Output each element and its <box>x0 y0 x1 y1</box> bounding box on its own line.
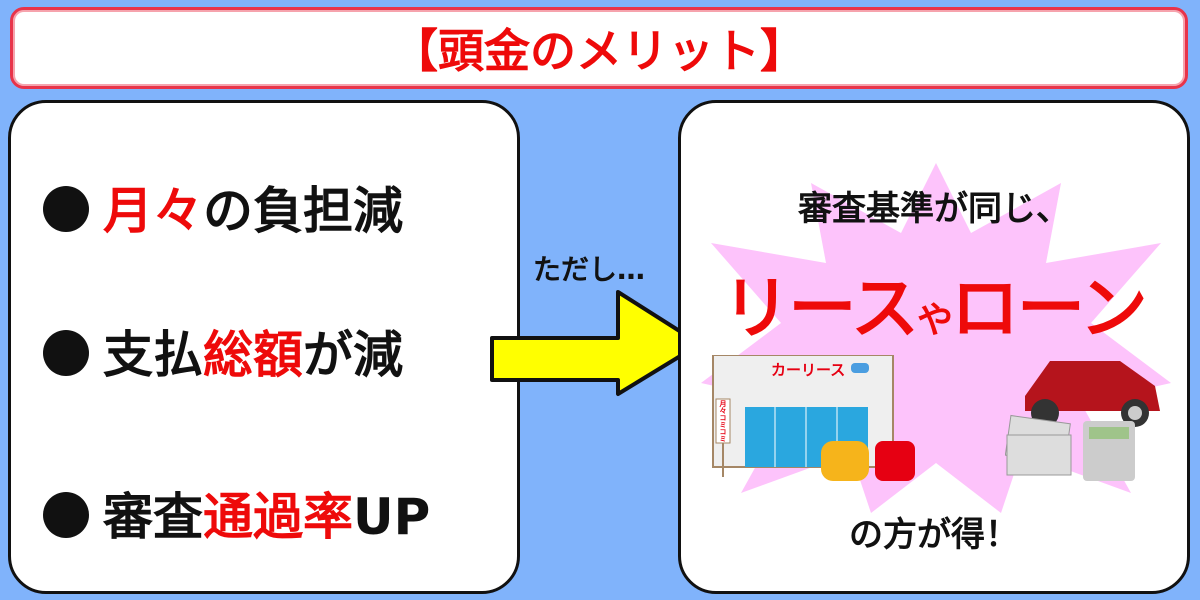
merit-item: 支払総額が減 <box>43 315 403 387</box>
merits-panel: 月々の負担減 支払総額が減 審査通過率UP <box>8 100 520 594</box>
bullet-icon <box>43 330 89 376</box>
connector-text: ただし… <box>533 253 646 286</box>
page-title: 【頭金のメリット】 <box>10 7 1188 89</box>
or-text: や <box>916 300 953 341</box>
arrow-right-icon <box>490 290 702 396</box>
car-money-calculator-illustration <box>1005 361 1160 481</box>
conclusion-text: の方が得！ <box>849 515 1019 555</box>
shop-banner-text: 月々コミコミ! <box>719 400 727 443</box>
merit-text: 支払 <box>103 326 203 384</box>
criteria-text: 審査基準が同じ、 <box>798 189 1070 229</box>
merit-text: の負担減 <box>203 182 403 240</box>
merit-item: 月々の負担減 <box>43 171 403 243</box>
lease-text: リース <box>722 270 919 349</box>
merit-highlight: 総額 <box>203 326 303 384</box>
lease-or-loan-text: リースやローン <box>681 253 1187 352</box>
loan-text: ローン <box>951 270 1148 349</box>
bullet-icon <box>43 186 89 232</box>
merit-text: UP <box>353 488 431 546</box>
comparison-panel: 審査基準が同じ、 リースやローン カーリース 月々コミコミ! の方が得！ <box>678 100 1190 594</box>
merit-text: 審査 <box>103 488 203 546</box>
merit-highlight: 通過率 <box>203 488 353 546</box>
merit-item: 審査通過率UP <box>43 477 430 549</box>
shop-sign: カーリース <box>771 361 845 379</box>
merit-text: が減 <box>303 326 403 384</box>
bullet-icon <box>43 492 89 538</box>
car-lease-shop-illustration: カーリース <box>712 355 915 481</box>
merit-highlight: 月々 <box>103 182 203 240</box>
